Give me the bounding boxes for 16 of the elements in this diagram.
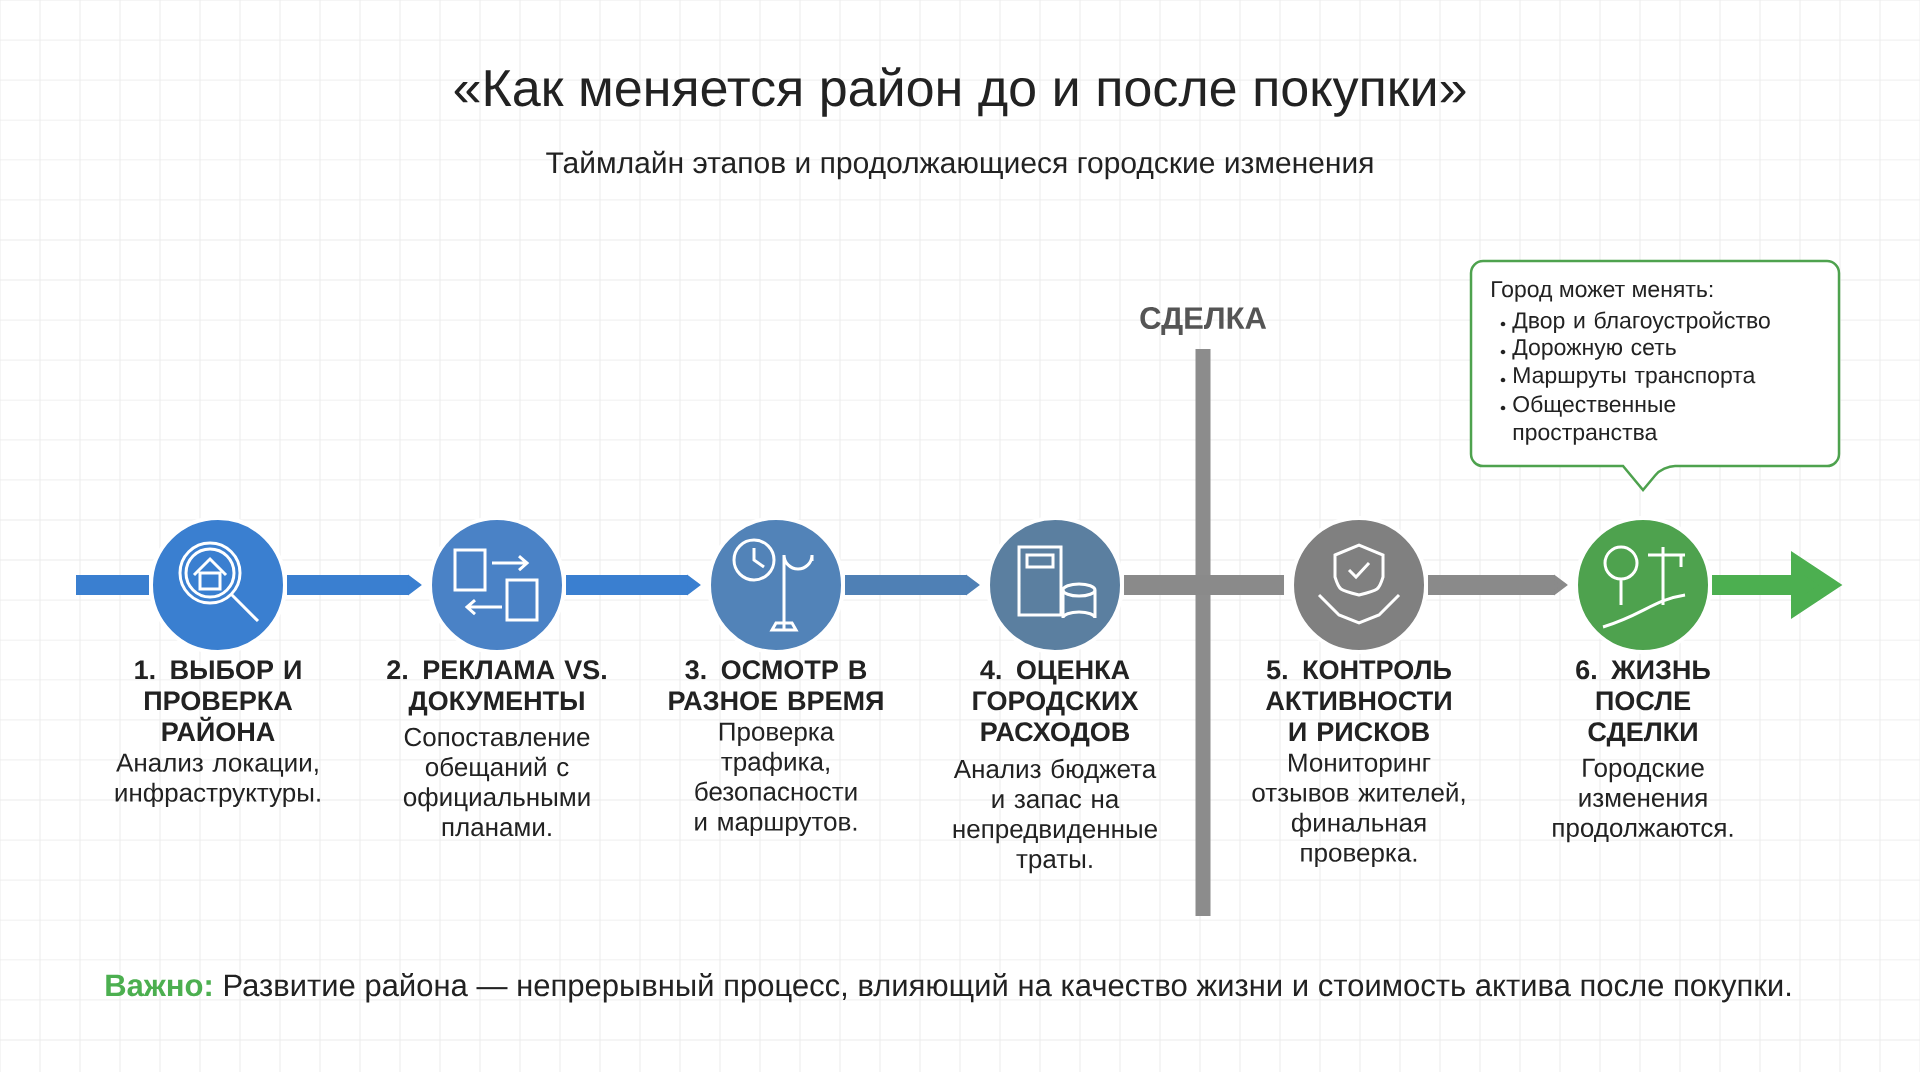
- stage-heading: 1. ВЫБОР И ПРОВЕРКА РАЙОНА: [135, 660, 301, 742]
- note: Важно: Развитие района — непрерывный процесс, влияющий на качество жизни и стоимость актива после покупки.: [106, 973, 1791, 1003]
- title: «Как меняется район до и после покупки»: [454, 67, 1466, 117]
- stage-heading: 5. КОНТРОЛЬ АКТИВНОСТИ И РИСКОВ: [1266, 660, 1451, 742]
- stage-description: Анализ бюджета и запас на непредвиденные траты.: [953, 758, 1157, 874]
- subtitle: Таймлайн этапов и продолжающиеся городские изменения: [546, 150, 1373, 180]
- stage-description: Сопоставление обещаний с официальными планами.: [403, 727, 590, 837]
- stage-heading: 3. ОСМОТР В РАЗНОЕ ВРЕМЯ: [669, 660, 883, 711]
- stage-description: Анализ локации, инфраструктуры.: [115, 753, 320, 807]
- stage-description: Мониторинг отзывов жителей, финальная проверка.: [1252, 753, 1465, 867]
- stage-heading: 2. РЕКЛАМА VS. ДОКУМЕНТЫ: [387, 660, 606, 716]
- stage-description: Проверка трафика, безопасности и маршрутов.: [695, 722, 857, 836]
- deal-label: СДЕЛКА: [1140, 307, 1267, 335]
- stage-heading: 6. ЖИЗНЬ ПОСЛЕ СДЕЛКИ: [1576, 660, 1710, 747]
- stage-description: Городские изменения продолжаются.: [1553, 758, 1733, 843]
- stage-heading: 4. ОЦЕНКА ГОРОДСКИХ РАСХОДОВ: [973, 660, 1139, 747]
